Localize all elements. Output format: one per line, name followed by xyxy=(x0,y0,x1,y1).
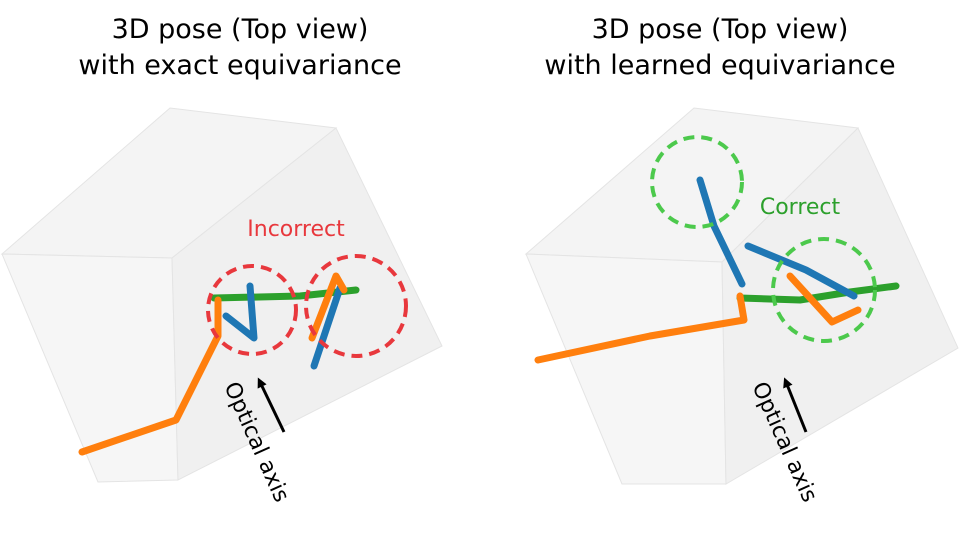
right-box-right-face xyxy=(721,127,959,485)
left-incorrect-circle-1 xyxy=(206,264,298,356)
left-annotation: Incorrect xyxy=(247,217,345,242)
right-panel: Correct Optical axis xyxy=(524,107,959,506)
left-title-line1: 3D pose (Top view) xyxy=(111,14,369,45)
right-orange-limb-1 xyxy=(534,292,748,364)
left-title-line2: with exact equivariance xyxy=(78,50,402,81)
left-blue-limb-1 xyxy=(222,282,258,342)
left-blue-limb-2 xyxy=(310,284,344,370)
right-annotation: Correct xyxy=(760,195,841,220)
right-panel-title: 3D pose (Top view) with learned equivari… xyxy=(480,12,960,84)
left-box xyxy=(0,107,443,483)
right-box-front-face xyxy=(525,253,727,485)
right-box xyxy=(524,107,959,485)
right-skeleton xyxy=(534,176,900,364)
left-incorrect-circle-2 xyxy=(304,254,408,358)
left-orange-limb-2 xyxy=(308,272,348,342)
right-title-line1: 3D pose (Top view) xyxy=(591,14,849,45)
left-skeleton xyxy=(78,272,360,456)
left-box-right-face xyxy=(171,127,443,481)
right-orange-limb-2 xyxy=(786,272,862,326)
left-optical-axis-arrow xyxy=(257,377,286,433)
right-title-line2: with learned equivariance xyxy=(544,50,896,81)
right-blue-limb-2 xyxy=(744,242,858,300)
right-correct-circle-2 xyxy=(771,237,877,343)
right-blue-limb-1 xyxy=(696,176,746,288)
left-orange-limb-1 xyxy=(78,296,222,456)
right-correct-circle-1 xyxy=(650,135,744,229)
left-panel-title: 3D pose (Top view) with exact equivarian… xyxy=(0,12,480,84)
left-panel: Incorrect Optical axis xyxy=(0,107,443,506)
right-green-limb xyxy=(736,282,900,304)
right-optical-axis-arrow xyxy=(783,377,808,433)
